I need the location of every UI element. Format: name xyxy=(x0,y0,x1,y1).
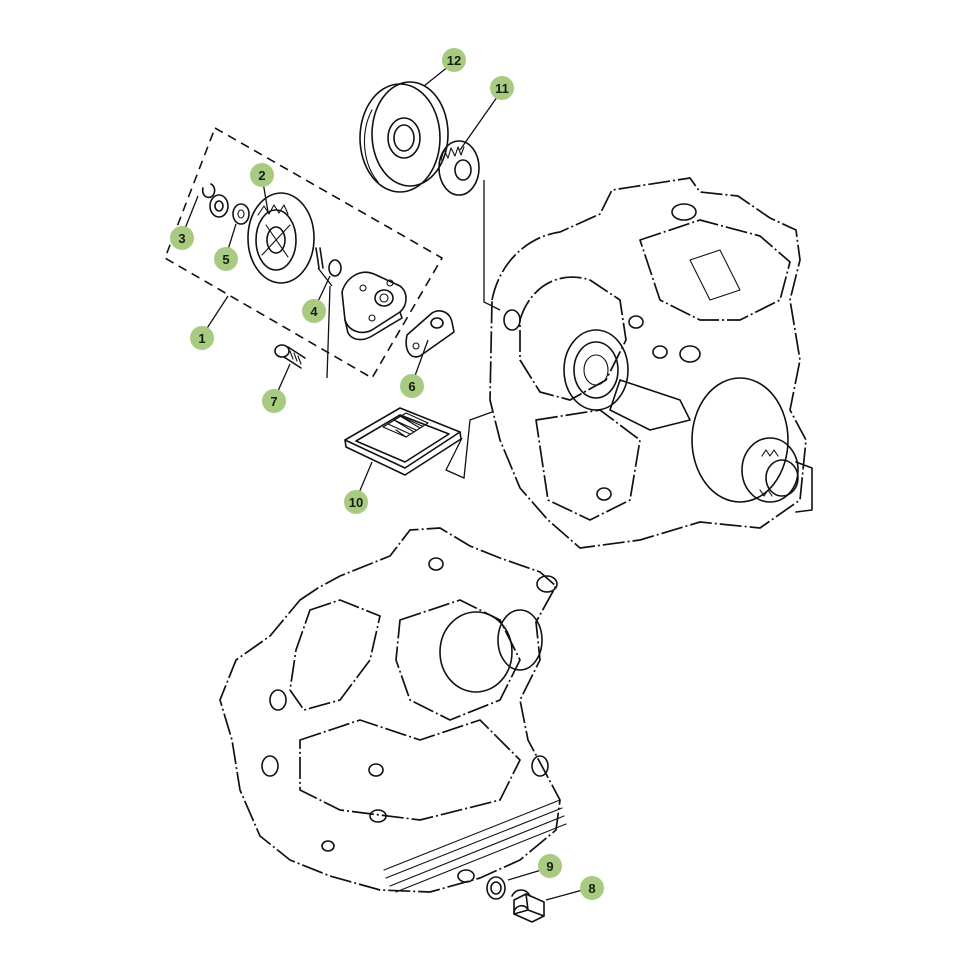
callout-11[interactable]: 11 xyxy=(490,76,514,100)
callout-8-label: 8 xyxy=(588,881,595,896)
callout-3-marker xyxy=(170,226,194,250)
left-crankcase-half xyxy=(219,527,567,893)
gear-leader-line xyxy=(483,180,501,311)
callout-12-marker xyxy=(442,48,466,72)
pump-gasket-plate xyxy=(405,310,455,358)
pump-drive-gear xyxy=(247,192,324,284)
callout-6-marker xyxy=(400,374,424,398)
callout-4-marker xyxy=(302,299,326,323)
callout-1-marker xyxy=(190,326,214,350)
callout-10-marker xyxy=(344,490,368,514)
callout-9-label: 9 xyxy=(546,859,553,874)
primary-drive-gear xyxy=(438,140,480,196)
oil-seal xyxy=(359,81,449,193)
washer xyxy=(209,194,250,225)
right-crankcase-half xyxy=(489,177,813,549)
oil-strainer xyxy=(344,407,493,479)
callout-10[interactable]: 10 xyxy=(344,490,368,514)
callout-10-label: 10 xyxy=(349,495,363,510)
callout-11-marker xyxy=(490,76,514,100)
callout-6-label: 6 xyxy=(408,379,415,394)
callout-12[interactable]: 12 xyxy=(442,48,466,72)
callout-6[interactable]: 6 xyxy=(400,374,424,398)
callout-7-marker xyxy=(262,389,286,413)
drain-plug-washer xyxy=(486,876,506,900)
callout-2-marker xyxy=(250,163,274,187)
drain-plug-bolt xyxy=(511,889,545,923)
callout-12-label: 12 xyxy=(447,53,461,68)
callout-7[interactable]: 7 xyxy=(262,389,286,413)
o-ring xyxy=(328,259,342,277)
callout-1-label: 1 xyxy=(198,331,205,346)
leader-lines xyxy=(181,61,591,901)
oil-pump-leader-line xyxy=(317,267,333,379)
callout-2-label: 2 xyxy=(258,168,265,183)
callout-3[interactable]: 3 xyxy=(170,226,194,250)
callout-4-label: 4 xyxy=(310,304,318,319)
callout-5-marker xyxy=(214,247,238,271)
callout-8-marker xyxy=(580,876,604,900)
callout-9[interactable]: 9 xyxy=(538,854,562,878)
callout-5[interactable]: 5 xyxy=(214,247,238,271)
callout-4[interactable]: 4 xyxy=(302,299,326,323)
callout-8[interactable]: 8 xyxy=(580,876,604,900)
pump-screw xyxy=(274,344,306,369)
callout-2[interactable]: 2 xyxy=(250,163,274,187)
callout-1[interactable]: 1 xyxy=(190,326,214,350)
callout-11-label: 11 xyxy=(495,81,509,96)
oil-pump-housing xyxy=(341,271,407,341)
callout-3-label: 3 xyxy=(178,231,185,246)
callouts: 1 2 3 4 5 6 7 8 xyxy=(170,48,604,900)
callout-5-label: 5 xyxy=(222,252,229,267)
circlip xyxy=(201,183,216,199)
callout-9-marker xyxy=(538,854,562,878)
callout-7-label: 7 xyxy=(270,394,277,409)
